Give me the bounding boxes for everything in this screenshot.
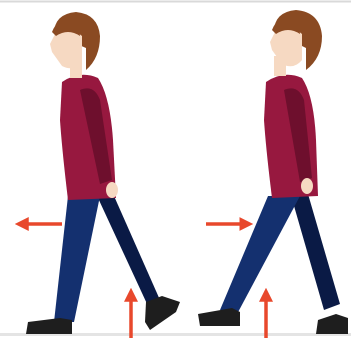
front-leg: [220, 196, 300, 316]
front-shoe: [26, 318, 72, 334]
walking-woman-right: [198, 10, 348, 334]
front-leg: [54, 196, 100, 322]
back-shoe: [316, 314, 348, 334]
back-leg: [290, 192, 340, 310]
walking-woman-left: [26, 12, 180, 334]
hand: [106, 182, 118, 198]
front-shoe: [198, 308, 240, 326]
hand: [301, 178, 313, 194]
back-shoe: [145, 296, 180, 330]
back-leg: [98, 196, 160, 306]
